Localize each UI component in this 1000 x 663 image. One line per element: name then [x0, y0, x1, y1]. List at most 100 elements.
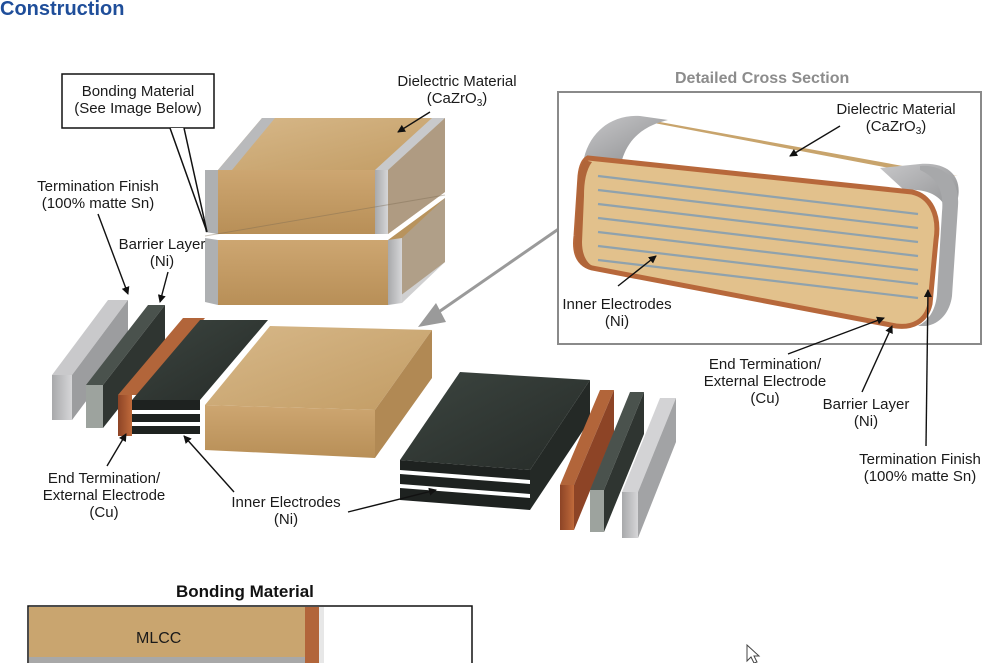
right-barrier-plate-top — [590, 392, 644, 490]
center-block-side — [375, 330, 432, 458]
bonding-detail-copper — [305, 607, 319, 663]
right-barrier-plate-front — [590, 490, 604, 532]
stacked-mlcc — [204, 118, 446, 305]
label-termination-finish-right: Termination Finish (100% matte Sn) — [859, 451, 981, 485]
right-copper-side — [574, 390, 614, 530]
stacked-mlcc-bottom-right-side — [402, 198, 445, 303]
cross-section-chip — [573, 115, 959, 329]
bonding-callout-box — [61, 73, 215, 129]
cross-section-top-face — [628, 118, 958, 176]
bonding-detail-mlcc-body — [29, 607, 305, 657]
label-end-termination-left-line-3: (Cu) — [89, 504, 119, 521]
label-end-termination-right-line-2: External Electrode — [703, 373, 827, 390]
cross-section-right-cap-side — [918, 165, 959, 326]
label-barrier-right-line-2: (Ni) — [853, 413, 879, 430]
left-copper-front — [118, 395, 132, 436]
left-electrode-edge-1 — [132, 400, 200, 410]
cross-section-left-cap-top — [584, 115, 668, 160]
callout-label: Bonding Material (See Image Below) — [74, 83, 202, 117]
left-electrode-edge-2 — [132, 414, 200, 422]
label-cs-dielectric: Dielectric Material (CaZrO3) — [836, 101, 955, 140]
leader-termination-finish-right — [923, 289, 932, 447]
bonding-detail-finish — [319, 607, 324, 663]
left-barrier-plate-top — [86, 305, 165, 385]
callout-line-1: Bonding Material — [81, 83, 195, 100]
left-finish-plate-front — [52, 375, 72, 420]
leader-inner-electrodes-right — [347, 487, 437, 513]
label-barrier-left: Barrier Layer (Ni) — [119, 236, 206, 270]
label-barrier-left-line-1: Barrier Layer — [118, 236, 206, 253]
cross-section-title: Detailed Cross Section — [675, 70, 850, 87]
right-finish-plate-side — [638, 398, 676, 538]
label-cs-inner-electrodes-line-2: (Ni) — [604, 313, 630, 330]
label-dielectric-left-formula: (CaZrO3) — [426, 90, 488, 109]
left-electrode-top — [132, 320, 268, 400]
label-dielectric-left-line-1: Dielectric Material — [397, 73, 517, 90]
label-termination-finish-left-line-2: (100% matte Sn) — [41, 195, 155, 212]
leader-barrier-right — [861, 325, 893, 393]
right-electrode-edge-2 — [400, 474, 530, 494]
label-end-termination-left: End Termination/ External Electrode (Cu) — [43, 470, 166, 521]
leader-termination-finish-left — [97, 213, 130, 295]
label-end-termination-left-line-1: End Termination/ — [47, 470, 161, 487]
left-barrier-plate-front — [86, 385, 103, 428]
stacked-mlcc-bottom-left-cap — [205, 238, 218, 305]
stacked-mlcc-bottom-front — [218, 240, 388, 305]
label-end-termination-left-line-2: External Electrode — [42, 487, 166, 504]
leader-barrier-left — [157, 271, 169, 303]
cross-section-left-copper-edge — [575, 160, 596, 270]
leader-end-termination-left — [106, 433, 127, 467]
stacked-mlcc-top-face — [218, 118, 445, 170]
bonding-detail-title: Bonding Material — [176, 582, 314, 601]
leader-inner-electrodes-left — [183, 435, 235, 493]
left-electrode-edge-3 — [132, 426, 200, 434]
stacked-mlcc-bottom-right-cap — [388, 238, 402, 305]
leader-dielectric — [397, 111, 431, 133]
label-termination-finish-right-line-2: (100% matte Sn) — [863, 468, 977, 485]
right-copper-front — [560, 485, 574, 530]
label-end-termination-right: End Termination/ External Electrode (Cu) — [704, 356, 827, 407]
stacked-mlcc-top-right-side — [388, 118, 445, 234]
label-cs-dielectric-line-1: Dielectric Material — [836, 101, 956, 118]
right-finish-plate-top — [622, 398, 676, 492]
leader-end-termination-right — [787, 316, 885, 355]
label-termination-finish-right-line-1: Termination Finish — [859, 451, 981, 468]
center-block-top — [205, 326, 432, 410]
left-finish-plate-top — [52, 300, 128, 375]
bonding-callout-pointer — [169, 127, 208, 233]
page-title: Construction — [0, 0, 125, 20]
label-end-termination-right-line-3: (Cu) — [750, 390, 780, 407]
right-finish-plate-front — [622, 492, 638, 538]
stacked-mlcc-top-left-cap — [205, 170, 218, 234]
stacked-mlcc-top-left-cap-top — [218, 118, 275, 170]
label-inner-electrodes-left: Inner Electrodes (Ni) — [231, 494, 340, 528]
leader-cs-inner-electrodes — [617, 255, 657, 287]
label-termination-finish-left-line-1: Termination Finish — [37, 178, 159, 195]
bonding-detail-bond-layer — [29, 657, 305, 663]
label-inner-electrodes-left-line-1: Inner Electrodes — [231, 494, 341, 511]
right-electrode-edge-1 — [400, 460, 530, 480]
label-barrier-right: Barrier Layer (Ni) — [823, 396, 910, 430]
exploded-mlcc — [52, 300, 676, 538]
cross-section-inner-electrodes — [597, 174, 919, 300]
leader-lines — [97, 111, 932, 513]
right-electrode-side — [530, 380, 590, 510]
cross-section-pointer-arrow — [418, 226, 561, 327]
right-electrode-top — [400, 372, 590, 470]
bonding-detail — [27, 605, 473, 663]
label-end-termination-right-line-1: End Termination/ — [708, 356, 822, 373]
stacked-mlcc-top-front — [218, 170, 388, 234]
stacked-mlcc-bond-gap — [204, 194, 446, 237]
label-inner-electrodes-left-line-2: (Ni) — [273, 511, 299, 528]
label-cs-inner-electrodes: Inner Electrodes (Ni) — [562, 296, 671, 330]
right-copper-top — [560, 390, 614, 485]
label-cs-inner-electrodes-line-1: Inner Electrodes — [562, 296, 672, 313]
label-barrier-left-line-2: (Ni) — [149, 253, 175, 270]
callout-line-2: (See Image Below) — [74, 100, 202, 117]
left-copper-top — [118, 318, 205, 395]
label-cs-dielectric-formula: (CaZrO3) — [865, 118, 927, 137]
label-termination-finish-left: Termination Finish (100% matte Sn) — [37, 178, 159, 212]
center-block-front — [205, 405, 375, 458]
